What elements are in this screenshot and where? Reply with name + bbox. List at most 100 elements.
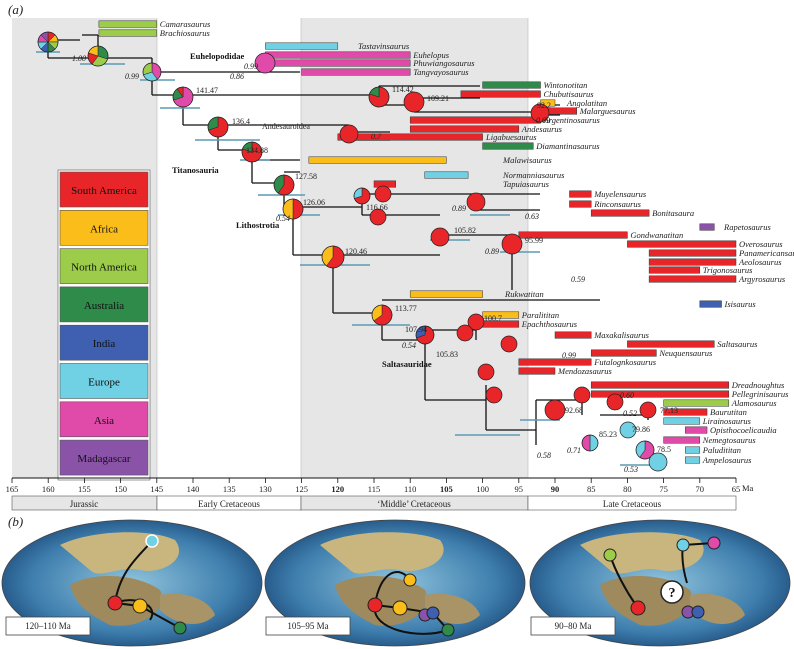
clade-titanosauria: Titanosauria <box>172 165 219 175</box>
range-bar <box>590 390 730 398</box>
node-age: 79.86 <box>632 425 650 434</box>
support-value: 0.7 <box>371 132 382 141</box>
ancestral-area-pie <box>37 31 59 53</box>
range-bar <box>648 258 737 266</box>
node-age: 113.77 <box>395 304 417 313</box>
taxon-label: Maxakalisaurus <box>593 330 649 340</box>
range-bar <box>460 90 541 98</box>
range-bar <box>424 171 469 179</box>
period-jurassic: Jurassic <box>70 499 99 509</box>
legend-label: Europe <box>88 377 120 389</box>
stratigraphic-ranges <box>98 20 737 464</box>
support-value: 0.89 <box>485 247 499 256</box>
ancestral-area-pie <box>282 198 304 220</box>
range-bar <box>98 20 158 28</box>
range-bar <box>554 331 592 339</box>
ancestral-area-pie <box>581 434 599 452</box>
range-bar <box>627 340 715 348</box>
ancestral-area-pie <box>485 386 503 404</box>
node-age: 85.23 <box>599 430 617 439</box>
taxon-label: Malarguesaurus <box>579 106 637 116</box>
node-age: 77.13 <box>660 406 678 415</box>
range-bar <box>482 142 534 150</box>
clade-names: Euhelopodidae Titanosauria Lithostrotia … <box>172 51 432 369</box>
ancestral-area-pie <box>530 103 550 123</box>
clade-euhelopodidae: Euhelopodidae <box>190 51 245 61</box>
legend-label: Asia <box>94 415 114 427</box>
range-bar <box>648 266 701 274</box>
node-age: 105.82 <box>454 226 476 235</box>
support-value: 0.99 <box>562 351 576 360</box>
range-bar <box>627 240 737 248</box>
taxon-label: Tangvayosaurus <box>413 67 469 77</box>
range-bar <box>648 249 737 257</box>
range-bar <box>409 125 520 133</box>
axis-tick-label: 65 <box>732 484 741 494</box>
support-value: 0.53 <box>624 465 638 474</box>
map-90-80: ? 90–80 Ma <box>529 519 791 647</box>
range-bar <box>301 68 411 76</box>
node-age: 120.46 <box>345 247 367 256</box>
clade-lithostrotia: Lithostrotia <box>236 220 280 230</box>
range-bar <box>648 275 737 283</box>
taxon-label: Bonitasaura <box>652 208 694 218</box>
legend-swatch <box>59 439 149 476</box>
taxon-label: Tastavinsaurus <box>358 41 410 51</box>
taxon-label: Normanniasaurus <box>502 170 565 180</box>
range-bar <box>590 381 730 389</box>
axis-tick-label: 85 <box>587 484 596 494</box>
range-bar <box>663 436 701 444</box>
taxon-label: Phuwiangosaurus <box>412 58 475 68</box>
range-bar <box>308 156 447 164</box>
taxon-label: Baurutitan <box>710 407 747 417</box>
panel-a-label: (a) <box>8 2 24 17</box>
axis-tick-label: 105 <box>440 484 453 494</box>
taxon-label: Andesaurus <box>521 124 563 134</box>
range-bar <box>663 408 708 416</box>
axis-tick-label: 90 <box>551 484 560 494</box>
range-bar <box>685 426 708 434</box>
range-bar <box>569 200 592 208</box>
clade-saltasauridae: Saltasauridae <box>382 359 432 369</box>
ancestral-area-pie <box>353 187 371 205</box>
taxon-label: Opisthocoelicaudia <box>710 425 777 435</box>
node-age: 126.06 <box>303 198 325 207</box>
node-age: 136.4 <box>232 117 250 126</box>
ancestral-area-pie <box>172 86 194 108</box>
support-value: 0.63 <box>525 212 539 221</box>
taxon-label: Overosaurus <box>739 239 783 249</box>
support-value: 0.58 <box>537 451 551 460</box>
taxon-label: Aeolosaurus <box>738 257 782 267</box>
ancestral-area-pie <box>456 324 474 342</box>
range-bar <box>265 42 339 50</box>
range-bar <box>569 190 592 198</box>
panel-b-label: (b) <box>8 514 24 529</box>
node-age: 100.7 <box>484 314 502 323</box>
range-bar <box>590 209 650 217</box>
range-bar <box>699 223 715 231</box>
taxon-label: Angolatitan <box>566 98 607 108</box>
ancestral-area-pie <box>619 421 637 439</box>
taxon-label: Paludititan <box>702 445 741 455</box>
taxon-label: Futalognkosaurus <box>593 357 657 367</box>
axis-tick-label: 160 <box>42 484 55 494</box>
taxon-label: Epachthosaurus <box>521 319 578 329</box>
range-bar <box>685 456 701 464</box>
range-bar <box>663 399 730 407</box>
ancestral-area-pie <box>207 116 229 138</box>
ancestral-area-pie <box>500 335 518 353</box>
axis-tick-label: 150 <box>114 484 127 494</box>
node-age: 127.58 <box>295 172 317 181</box>
ancestral-area-pie <box>374 185 392 203</box>
taxon-label: Argyrosaurus <box>738 274 786 284</box>
ancestral-area-pie <box>501 233 523 255</box>
support-value: 0.52 <box>623 409 637 418</box>
legend-label: Madagascar <box>77 453 130 465</box>
ancestral-area-pie <box>430 227 450 247</box>
taxon-label: Nemegtosaurus <box>702 435 757 445</box>
ancestral-area-pie <box>273 174 295 196</box>
taxon-label: Malawisaurus <box>502 155 552 165</box>
